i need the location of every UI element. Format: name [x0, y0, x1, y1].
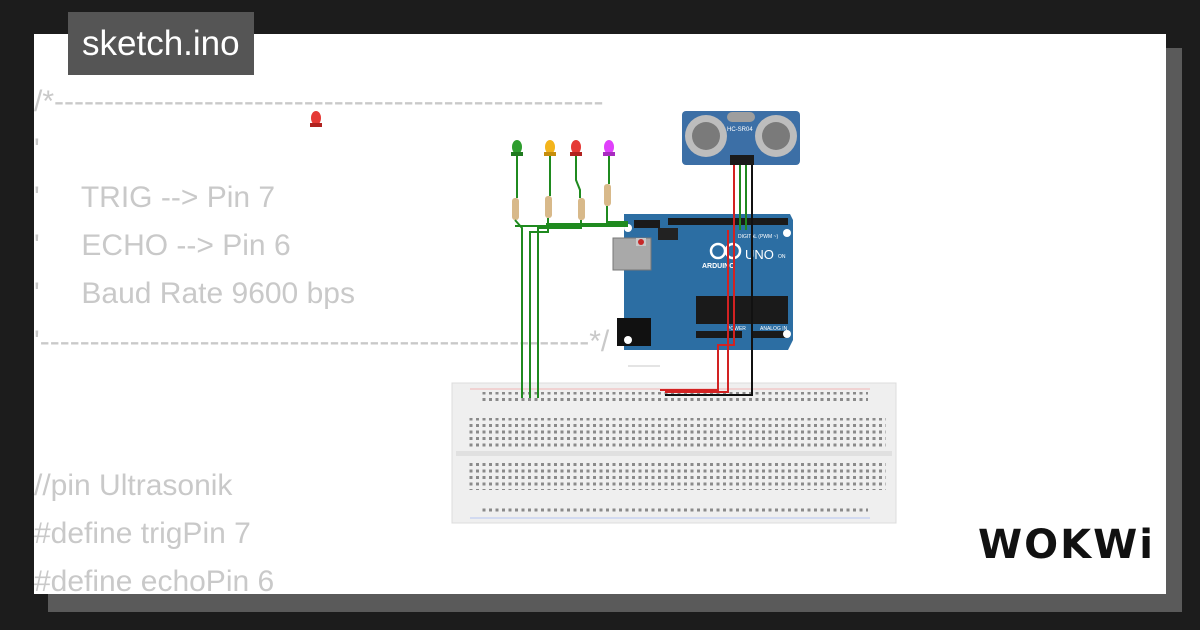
board-model-label: UNO — [745, 247, 774, 262]
sketch-filename-tab[interactable]: sketch.ino — [68, 12, 254, 75]
led-green[interactable] — [511, 140, 523, 156]
ultrasonic-sensor[interactable]: HC-SR04 — [682, 111, 800, 165]
code-line-2: ' — [34, 133, 40, 166]
sensor-wires[interactable] — [660, 165, 753, 396]
arduino-uno-board[interactable]: ARDUINO UNO DIGITAL (PWM ~) POWER ANALOG… — [612, 214, 793, 350]
wokwi-logo: WOKWi — [978, 522, 1155, 568]
code-line-9: //pin Ultrasonik — [34, 469, 233, 502]
board-analog-label: ANALOG IN — [760, 326, 788, 332]
led-orange[interactable] — [544, 140, 556, 156]
code-line-6: '---------------------------------------… — [34, 325, 610, 358]
board-on-label: ON — [778, 254, 786, 260]
code-line-5: ' Baud Rate 9600 bps — [34, 277, 355, 310]
sensor-label: HC-SR04 — [727, 127, 753, 133]
board-brand-label: ARDUINO — [702, 263, 735, 270]
breadboard[interactable] — [451, 382, 897, 524]
board-digital-label: DIGITAL (PWM ~) — [738, 234, 778, 240]
resistor[interactable] — [512, 184, 611, 220]
led-red-small[interactable] — [310, 111, 322, 127]
code-line-10: #define trigPin 7 — [34, 517, 251, 550]
led-wires[interactable] — [514, 156, 628, 398]
led-red[interactable] — [570, 140, 582, 156]
board-power-label: POWER — [727, 326, 746, 332]
led-magenta[interactable] — [603, 140, 615, 156]
code-line-3: ' TRIG --> Pin 7 — [34, 181, 276, 214]
code-line-11: #define echoPin 6 — [34, 565, 275, 598]
code-preview: /*--------------------------------------… — [34, 78, 609, 606]
code-line-4: ' ECHO --> Pin 6 — [34, 229, 291, 262]
